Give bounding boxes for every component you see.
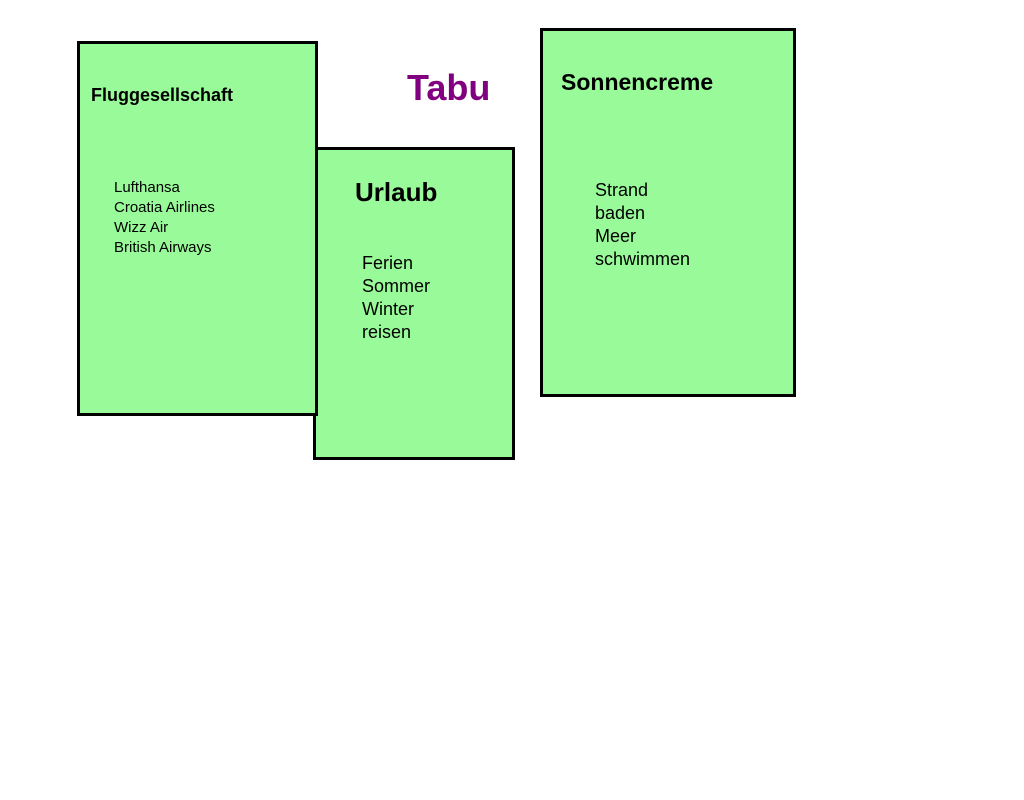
taboo-word: Croatia Airlines <box>114 199 215 216</box>
taboo-word: Meer <box>595 226 637 246</box>
taboo-word: Lufthansa <box>114 179 180 196</box>
taboo-word: reisen <box>362 322 412 342</box>
taboo-word: schwimmen <box>595 249 691 269</box>
taboo-word: Wizz Air <box>114 219 169 236</box>
slide-title: Tabu <box>407 67 491 108</box>
card-term: Sonnencreme <box>561 69 714 95</box>
taboo-word: British Airways <box>114 239 212 256</box>
taboo-word: Ferien <box>362 253 414 273</box>
taboo-word-list: Strand baden Meer schwimmen <box>595 179 690 271</box>
taboo-word: Strand <box>595 180 649 200</box>
taboo-word: baden <box>595 203 646 223</box>
taboo-card-urlaub: Urlaub Ferien Sommer Winter reisen <box>313 147 515 460</box>
taboo-word-list: Lufthansa Croatia Airlines Wizz Air Brit… <box>114 178 215 258</box>
taboo-card-sonnencreme: Sonnencreme Strand baden Meer schwimmen <box>540 28 796 397</box>
taboo-word-list: Ferien Sommer Winter reisen <box>362 252 430 344</box>
taboo-word: Sommer <box>362 276 431 296</box>
card-term: Urlaub <box>355 177 438 207</box>
card-term: Fluggesellschaft <box>91 85 234 105</box>
taboo-card-fluggesellschaft: Fluggesellschaft Lufthansa Croatia Airli… <box>77 41 318 416</box>
taboo-word: Winter <box>362 299 415 319</box>
